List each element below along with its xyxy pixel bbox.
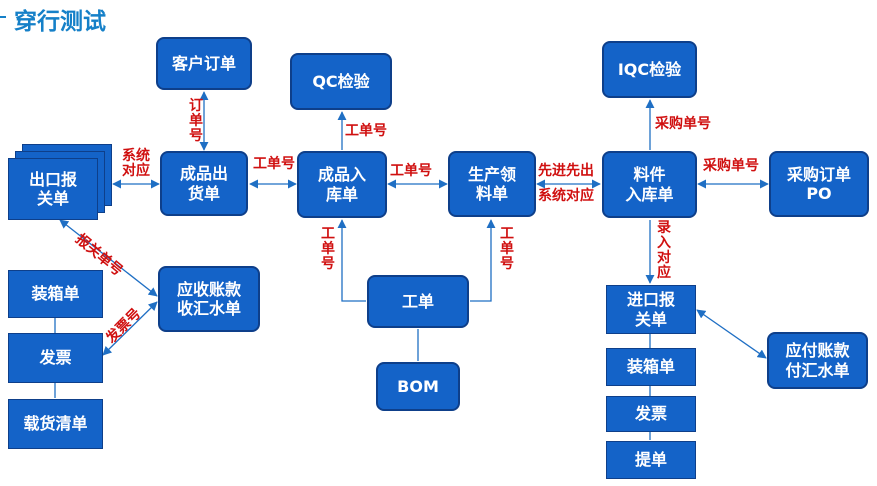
requisition-node[interactable]: 生产领 料单	[448, 151, 536, 217]
import-decl-node[interactable]: 进口报 关单	[606, 285, 696, 334]
material-in-node[interactable]: 料件 入库单	[602, 151, 697, 218]
ar-node[interactable]: 应收账款 收汇水单	[158, 266, 260, 332]
export-decl-node[interactable]: 出口报 关单	[8, 158, 98, 220]
label-system-match-2: 系统对应	[538, 188, 594, 204]
invoice-left[interactable]: 发票	[8, 333, 103, 383]
arrow-work-order-finished-in	[337, 219, 366, 302]
finished-out-node[interactable]: 成品出 货单	[160, 151, 248, 216]
label-work-no-v2: 工单号	[500, 226, 514, 272]
packing-list-left[interactable]: 装箱单	[8, 270, 103, 318]
label-po-no-1: 采购单号	[655, 116, 711, 132]
label-work-no-v1: 工单号	[321, 226, 335, 272]
label-system-match: 系统 对应	[122, 148, 150, 180]
label-work-no-qc: 工单号	[345, 123, 387, 139]
arrow-invoice-ar	[102, 301, 158, 356]
label-entry-match: 录入对应	[657, 220, 671, 281]
work-order-node[interactable]: 工单	[367, 275, 469, 328]
arrow-import-ap	[696, 309, 767, 359]
label-work-no-3: 工单号	[390, 163, 432, 179]
arrow-export-ar	[59, 219, 158, 297]
arrow-work-order-requisition	[470, 219, 496, 302]
customer-order-node[interactable]: 客户订单	[156, 37, 252, 90]
label-work-no-1: 工单号	[253, 156, 295, 172]
manifest-node[interactable]: 载货清单	[8, 399, 103, 449]
purchase-order-node[interactable]: 采购订单 PO	[769, 151, 869, 217]
iqc-node[interactable]: IQC检验	[602, 41, 697, 98]
ap-node[interactable]: 应付账款 付汇水单	[767, 332, 868, 389]
packing-list-right[interactable]: 装箱单	[606, 348, 696, 386]
finished-in-node[interactable]: 成品入 库单	[297, 151, 387, 218]
label-po-no-2: 采购单号	[703, 158, 759, 174]
invoice-right[interactable]: 发票	[606, 396, 696, 432]
title-bullet	[0, 16, 6, 18]
page-title: 穿行测试	[14, 9, 106, 35]
bom-node[interactable]: BOM	[376, 362, 460, 411]
bill-of-lading-node[interactable]: 提单	[606, 441, 696, 479]
label-order-no: 订单号	[189, 98, 203, 144]
label-fifo: 先进先出	[538, 163, 594, 179]
qc-node[interactable]: QC检验	[290, 53, 392, 110]
